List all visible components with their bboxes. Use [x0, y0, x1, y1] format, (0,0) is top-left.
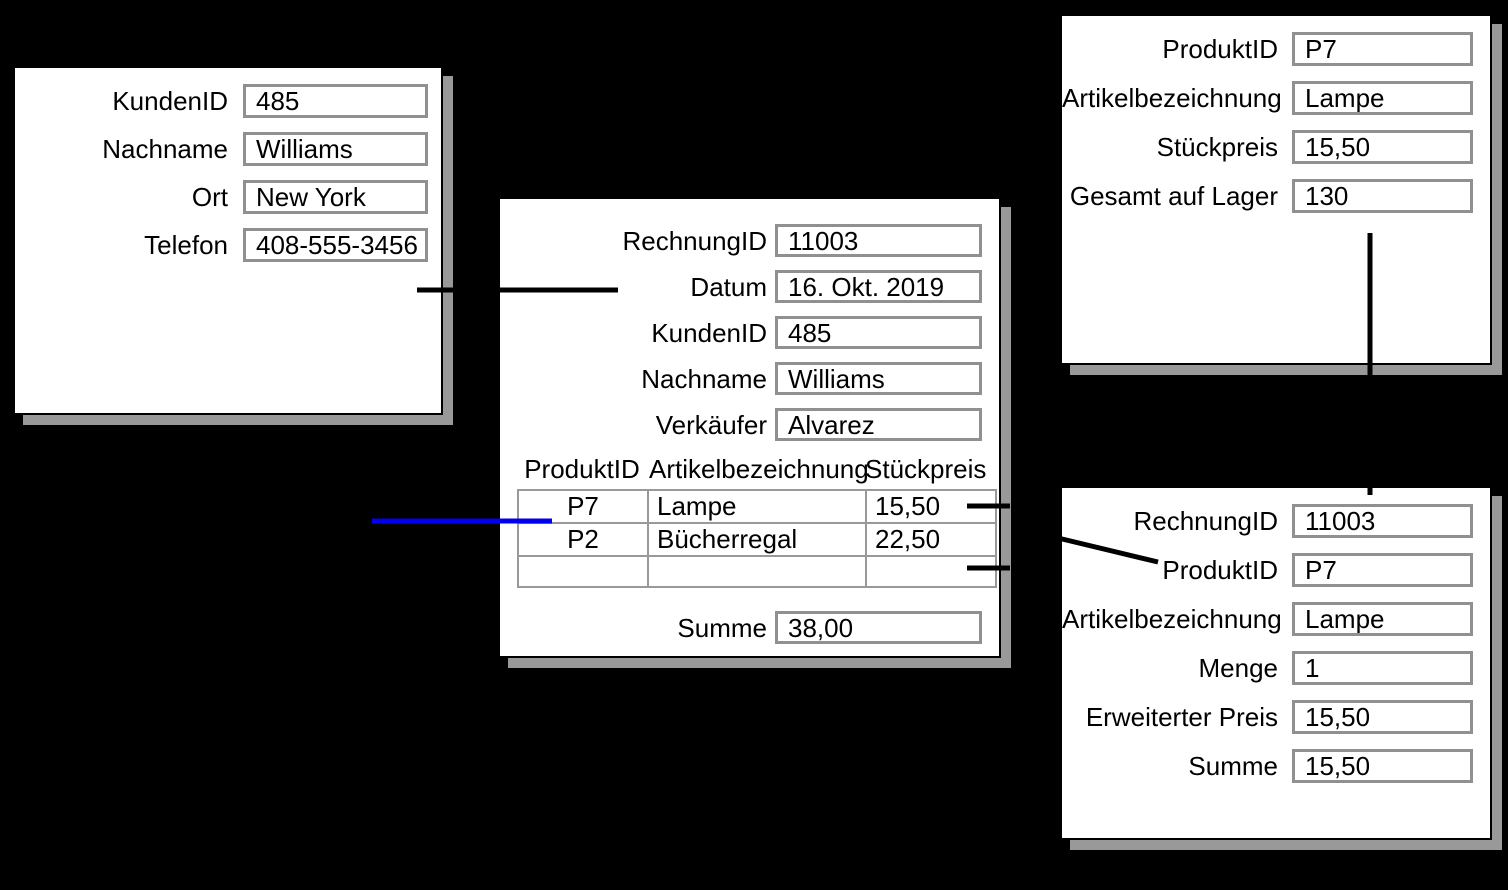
field-row: Ort New York [15, 180, 441, 214]
line-items-table-header: ProduktID Artikelbezeichnung Stückpreis [517, 454, 999, 485]
nachname-field[interactable]: Williams [243, 132, 428, 166]
summe-field[interactable]: 38,00 [775, 611, 982, 644]
artikelbezeichnung-field[interactable]: Lampe [1292, 81, 1473, 115]
kundenid-field[interactable]: 485 [243, 84, 428, 118]
field-row: Datum 16. Okt. 2019 [500, 270, 999, 304]
artikelbezeichnung-cell[interactable] [647, 555, 867, 588]
stueckpreis-field[interactable]: 15,50 [1292, 130, 1473, 164]
field-row: Menge 1 [1062, 651, 1490, 685]
produktid-cell[interactable]: P7 [517, 489, 649, 524]
field-row: Gesamt auf Lager 130 [1062, 179, 1490, 213]
field-label: Ort [191, 182, 228, 212]
field-label: Stückpreis [1156, 132, 1278, 162]
customer-form-card: KundenID 485 Nachname Williams Ort New Y… [13, 66, 443, 415]
stueckpreis-cell[interactable]: 15,50 [865, 489, 997, 524]
field-row: KundenID 485 [15, 84, 441, 118]
field-label: Nachname [102, 134, 228, 164]
table-row: P7 Lampe 15,50 [517, 489, 997, 524]
field-row: Nachname Williams [500, 362, 999, 396]
produktid-field[interactable]: P7 [1292, 553, 1473, 587]
field-row: Summe 15,50 [1062, 749, 1490, 783]
ort-field[interactable]: New York [243, 180, 428, 214]
telefon-field[interactable]: 408-555-3456 [243, 228, 428, 262]
field-row: Artikelbezeichnung Lampe [1062, 602, 1490, 636]
rechnungid-field[interactable]: 11003 [775, 224, 982, 257]
product-form-card: ProduktID P7 Artikelbezeichnung Lampe St… [1060, 14, 1492, 365]
produktid-cell[interactable]: P2 [517, 522, 649, 557]
field-row: Nachname Williams [15, 132, 441, 166]
column-header-artikelbezeichnung: Artikelbezeichnung [649, 454, 869, 484]
field-label: Nachname [641, 364, 767, 394]
table-row-empty [517, 555, 997, 588]
artikelbezeichnung-field[interactable]: Lampe [1292, 602, 1473, 636]
erweiterter-preis-field[interactable]: 15,50 [1292, 700, 1473, 734]
field-label: Gesamt auf Lager [1069, 181, 1278, 211]
verkaeufer-field[interactable]: Alvarez [775, 408, 982, 441]
field-label: Erweiterter Preis [1085, 702, 1278, 732]
table-row: P2 Bücherregal 22,50 [517, 522, 997, 557]
field-label: Telefon [144, 230, 228, 260]
field-row: Stückpreis 15,50 [1062, 130, 1490, 164]
field-row: RechnungID 11003 [1062, 504, 1490, 538]
field-label: ProduktID [1162, 555, 1278, 585]
kundenid-field[interactable]: 485 [775, 316, 982, 349]
field-label: Menge [1198, 653, 1279, 683]
summe-field[interactable]: 15,50 [1292, 749, 1473, 783]
field-label: RechnungID [622, 226, 767, 256]
field-label: Verkäufer [655, 410, 767, 440]
field-label: KundenID [112, 86, 228, 116]
produktid-field[interactable]: P7 [1292, 32, 1473, 66]
field-row: ProduktID P7 [1062, 32, 1490, 66]
field-row: Verkäufer Alvarez [500, 408, 999, 442]
invoice-line-item-card: RechnungID 11003 ProduktID P7 Artikelbez… [1060, 486, 1492, 840]
field-row: Erweiterter Preis 15,50 [1062, 700, 1490, 734]
field-label: RechnungID [1133, 506, 1278, 536]
field-label: Datum [690, 272, 767, 302]
datum-field[interactable]: 16. Okt. 2019 [775, 270, 982, 303]
field-label: Artikelbezeichnung [1062, 604, 1282, 634]
line-items-table: P7 Lampe 15,50 P2 Bücherregal 22,50 [517, 489, 997, 588]
field-row: Telefon 408-555-3456 [15, 228, 441, 262]
artikelbezeichnung-cell[interactable]: Bücherregal [647, 522, 867, 557]
summe-label: Summe [677, 613, 767, 643]
rechnungid-field[interactable]: 11003 [1292, 504, 1473, 538]
field-label: KundenID [651, 318, 767, 348]
field-row: KundenID 485 [500, 316, 999, 350]
field-label: ProduktID [1162, 34, 1278, 64]
invoice-form-card: RechnungID 11003 Datum 16. Okt. 2019 Kun… [498, 197, 1001, 658]
nachname-field[interactable]: Williams [775, 362, 982, 395]
column-header-produktid: ProduktID [524, 454, 640, 484]
field-label: Artikelbezeichnung [1062, 83, 1282, 113]
field-row: Artikelbezeichnung Lampe [1062, 81, 1490, 115]
stueckpreis-cell[interactable] [865, 555, 997, 588]
field-row: RechnungID 11003 [500, 224, 999, 258]
menge-field[interactable]: 1 [1292, 651, 1473, 685]
column-header-stueckpreis: Stückpreis [865, 454, 987, 484]
artikelbezeichnung-cell[interactable]: Lampe [647, 489, 867, 524]
field-label: Summe [1188, 751, 1278, 781]
total-row: Summe 38,00 [500, 611, 999, 645]
stueckpreis-cell[interactable]: 22,50 [865, 522, 997, 557]
gesamt-auf-lager-field[interactable]: 130 [1292, 179, 1473, 213]
field-row: ProduktID P7 [1062, 553, 1490, 587]
produktid-cell[interactable] [517, 555, 649, 588]
